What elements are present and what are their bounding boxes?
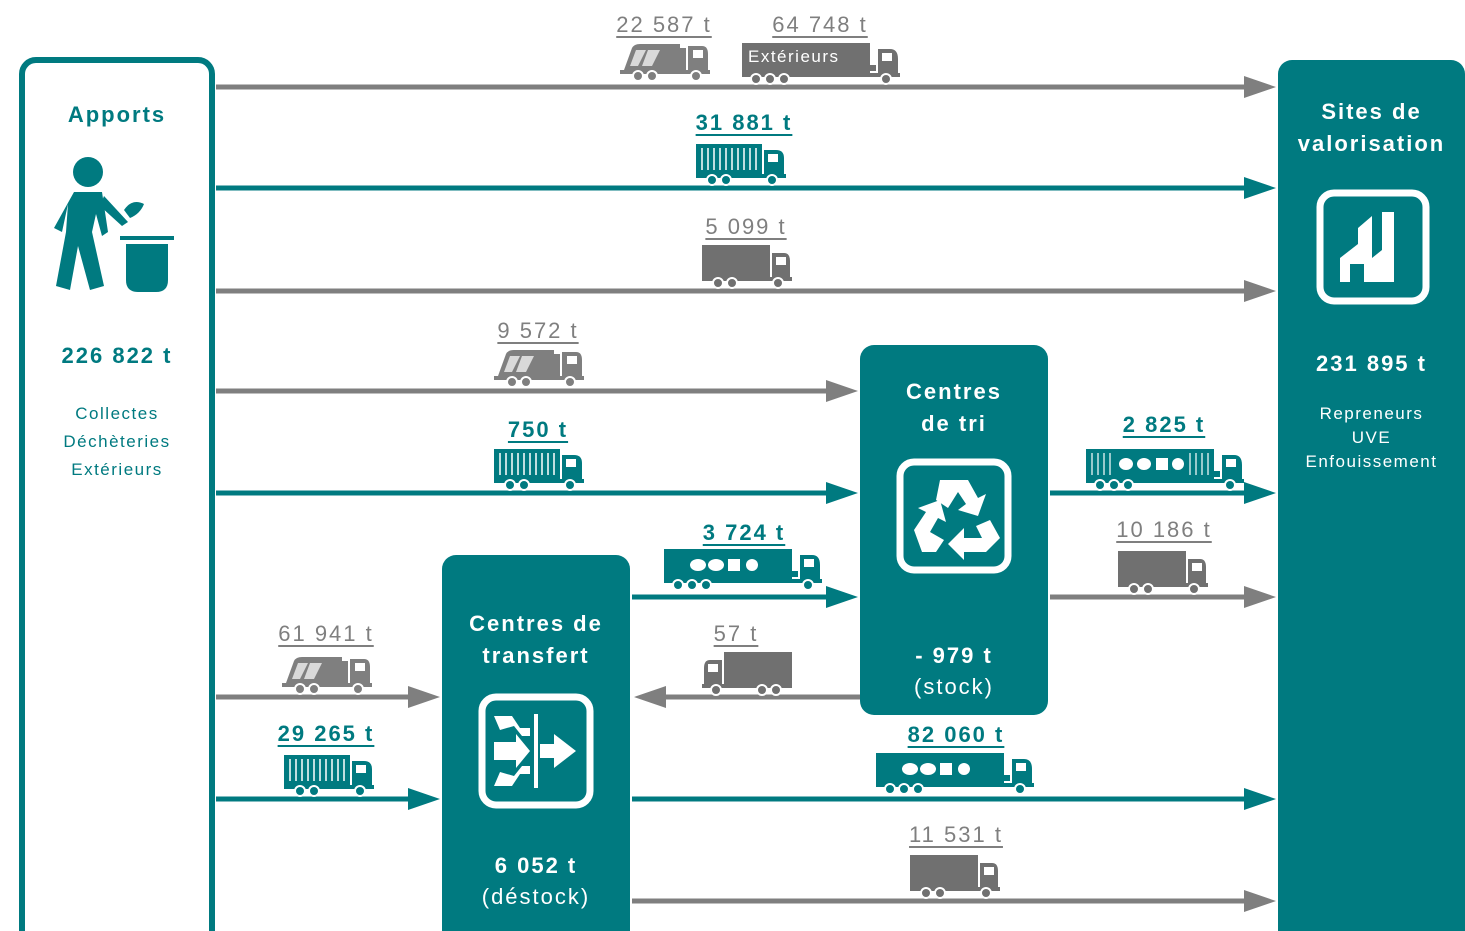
flow-label: 11 531 t xyxy=(909,822,1003,847)
exterieurs-badge: Extérieurs xyxy=(742,45,846,69)
apports-title: Apports xyxy=(67,102,167,127)
transfert-title-line2: transfert xyxy=(482,643,590,668)
container-truck-icon xyxy=(283,754,375,797)
flow-label: 2 825 t xyxy=(1122,412,1206,437)
sorted-materials-semi-icon xyxy=(663,548,823,591)
transfert-title: Centres de transfert xyxy=(442,608,630,672)
centres-tri-box xyxy=(860,345,1048,715)
flow-label: 9 572 t xyxy=(497,318,579,343)
flow-label: 10 186 t xyxy=(1116,517,1212,542)
box-truck-icon xyxy=(909,854,1001,899)
factory-icon xyxy=(1316,189,1430,305)
flow-label: 82 060 t xyxy=(907,722,1005,747)
transfert-note: (déstock) xyxy=(481,884,591,909)
transfert-title-line1: Centres de xyxy=(469,611,603,636)
tri-total: - 979 t xyxy=(915,643,993,668)
sites-title-line2: valorisation xyxy=(1297,131,1446,156)
flow-label: 61 941 t xyxy=(278,621,374,646)
container-truck-icon xyxy=(493,448,585,491)
garbage-truck-icon xyxy=(493,349,585,388)
flow-label: 22 587 t xyxy=(616,12,712,37)
sites-total: 231 895 t xyxy=(1316,351,1427,376)
sites-desc-repreneurs: Repreneurs xyxy=(1319,404,1424,423)
sites-title-line1: Sites de xyxy=(1321,99,1422,124)
flow-label: 57 t xyxy=(713,621,759,646)
person-throwing-trash-icon xyxy=(54,157,174,292)
flow-arrows xyxy=(216,76,1276,912)
apports-description: Collectes Déchèteries Extérieurs xyxy=(22,400,212,484)
flow-label: 3 724 t xyxy=(702,520,786,545)
flow-label: 750 t xyxy=(507,417,569,442)
apports-box xyxy=(19,57,215,931)
apports-total: 226 822 t xyxy=(61,343,173,368)
sites-desc-enfouissement: Enfouissement xyxy=(1305,452,1438,471)
container-truck-icon xyxy=(695,143,787,186)
transfer-icon xyxy=(478,693,594,809)
flow-label: 31 881 t xyxy=(695,110,793,135)
flow-label: 5 099 t xyxy=(705,214,787,239)
box-truck-reversed-icon xyxy=(701,651,793,696)
recycle-icon xyxy=(896,458,1012,574)
box-truck-icon xyxy=(701,244,793,289)
tri-note: (stock) xyxy=(914,674,994,699)
flow-label: 64 748 t xyxy=(772,12,868,37)
apports-desc-collectes: Collectes xyxy=(75,404,159,423)
apports-desc-exterieurs: Extérieurs xyxy=(71,460,163,479)
garbage-truck-icon xyxy=(281,656,373,695)
garbage-truck-icon xyxy=(619,43,711,82)
tri-title-line1: Centres xyxy=(906,379,1002,404)
apports-desc-decheteries: Déchèteries xyxy=(63,432,171,451)
sorted-materials-semi-icon xyxy=(1085,448,1245,491)
sites-title: Sites de valorisation xyxy=(1278,96,1465,160)
sorted-materials-semi-icon xyxy=(875,752,1035,795)
sites-description: Repreneurs UVE Enfouissement xyxy=(1278,402,1465,474)
transfert-total: 6 052 t xyxy=(494,853,578,878)
tri-title-line2: de tri xyxy=(921,411,987,436)
flow-label: 29 265 t xyxy=(277,721,375,746)
sites-valorisation-box xyxy=(1278,60,1465,931)
box-truck-icon xyxy=(1117,550,1209,595)
sites-desc-uve: UVE xyxy=(1351,428,1392,447)
tri-title: Centres de tri xyxy=(860,376,1048,440)
